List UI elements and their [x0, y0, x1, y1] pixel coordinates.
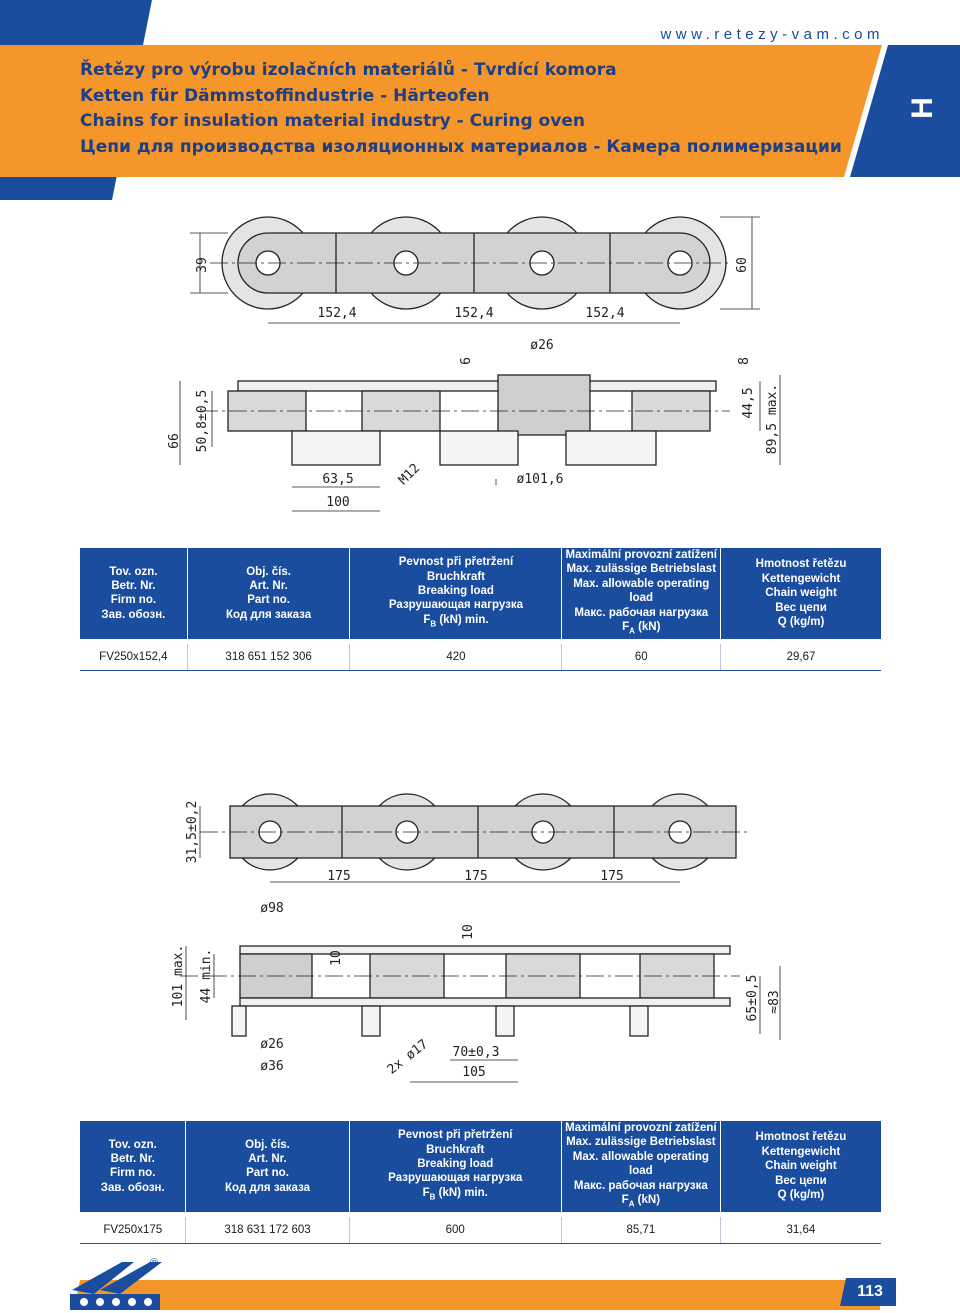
dim-plate-6: 6 [459, 357, 474, 365]
cell-part-no: 318 631 172 603 [185, 1211, 350, 1244]
dim-100: 100 [326, 495, 349, 510]
dim-31-5: 31,5±0,2 [185, 801, 200, 864]
chain-drawing-2: 31,5±0,2 175 175 175 ø98 10 10 101 max. … [0, 770, 960, 1110]
cell-operating-load: 85,71 [561, 1211, 721, 1244]
dim-pitch-3: 152,4 [585, 306, 624, 321]
dim-m12: M12 [396, 461, 423, 488]
dim-44: 44 min. [199, 949, 214, 1004]
table-row: FV250x175 318 631 172 603 600 85,71 31,6… [80, 1211, 881, 1244]
dim-plate-10-side: 10 [329, 950, 344, 966]
dim-plate-10-top: 10 [461, 924, 476, 940]
dim-39: 39 [195, 257, 210, 273]
website-url[interactable]: www.retezy-vam.com [660, 26, 884, 43]
cell-breaking-load: 600 [349, 1211, 562, 1244]
dim-44-5: 44,5 [741, 387, 756, 418]
dim-83: ≈83 [767, 990, 782, 1013]
dim-bore-26: ø26 [530, 338, 553, 353]
dim-65: 65±0,5 [745, 975, 760, 1022]
dim-roller-101-6: ø101,6 [517, 472, 564, 487]
dim-pitch-2: 175 [464, 869, 487, 884]
dim-pitch-2: 152,4 [454, 306, 493, 321]
dim-bore-26: ø26 [260, 1037, 283, 1052]
registered-mark: ® [150, 1257, 158, 1269]
dim-66: 66 [167, 433, 182, 449]
header-firm-no: Tov. ozn.Betr. Nr.Firm no.Зав. обозн. [80, 548, 188, 642]
dim-50-8: 50,8±0,5 [195, 390, 210, 453]
cell-firm-no: FV250x152,4 [80, 638, 188, 671]
chain-drawing-1-svg: 39 60 152,4 152,4 152,4 ø26 6 8 66 50,8±… [167, 216, 781, 512]
page-titles: Řetězy pro výrobu izolačních materiálů -… [80, 58, 842, 160]
title-en: Chains for insulation material industry … [80, 111, 585, 131]
vam-logo [70, 1262, 162, 1310]
cell-chain-weight: 31,64 [720, 1211, 881, 1244]
footer-bar: ® [70, 1257, 896, 1310]
dim-pitch-1: 175 [327, 869, 350, 884]
dim-60: 60 [735, 257, 750, 273]
dim-bore-36: ø36 [260, 1059, 283, 1074]
header-banner [0, 0, 960, 200]
header-part-no: Obj. čís.Art. Nr.Part no.Код для заказа [185, 1121, 350, 1215]
dim-roller-98: ø98 [260, 901, 283, 916]
cell-firm-no: FV250x175 [80, 1211, 187, 1244]
cell-breaking-load: 420 [349, 638, 563, 671]
table-header-row: Tov. ozn.Betr. Nr.Firm no.Зав. обозн. Ob… [80, 548, 881, 642]
cell-operating-load: 60 [561, 638, 722, 671]
table-row: FV250x152,4 318 651 152 306 420 60 29,67 [80, 638, 881, 671]
title-cs: Řetězy pro výrobu izolačních materiálů -… [80, 60, 617, 80]
chain-drawing-1: 39 60 152,4 152,4 152,4 ø26 6 8 66 50,8±… [0, 195, 960, 545]
dim-pitch-3: 175 [600, 869, 623, 884]
dim-101: 101 max. [171, 945, 186, 1008]
title-de: Ketten für Dämmstoffindustrie - Härteofe… [80, 85, 490, 106]
dim-holes-17: 2x ø17 [385, 1037, 431, 1078]
header-part-no: Obj. čís.Art. Nr.Part no.Код для заказа [187, 548, 351, 642]
cell-part-no: 318 651 152 306 [187, 638, 351, 671]
header-firm-no: Tov. ozn.Betr. Nr.Firm no.Зав. обозн. [80, 1121, 187, 1215]
dim-89-5: 89,5 max. [765, 384, 780, 454]
cell-chain-weight: 29,67 [720, 638, 881, 671]
dim-top-8: 8 [737, 357, 752, 365]
dim-70: 70±0,3 [453, 1045, 500, 1060]
table-header-row: Tov. ozn.Betr. Nr.Firm no.Зав. обозн. Ob… [80, 1121, 881, 1215]
chain-drawing-2-svg: 31,5±0,2 175 175 175 ø98 10 10 101 max. … [171, 793, 782, 1083]
spec-table-2: Tov. ozn.Betr. Nr.Firm no.Зав. обозн. Ob… [80, 1121, 881, 1244]
dim-105: 105 [462, 1065, 485, 1080]
title-ru: Цепи для производства изоляционных матер… [80, 136, 842, 157]
page-number: 113 [857, 1283, 883, 1300]
dim-63-5: 63,5 [322, 472, 353, 487]
dim-pitch-1: 152,4 [317, 306, 356, 321]
spec-table-1: Tov. ozn.Betr. Nr.Firm no.Зав. обозн. Ob… [80, 548, 881, 671]
section-letter: H [906, 97, 939, 119]
